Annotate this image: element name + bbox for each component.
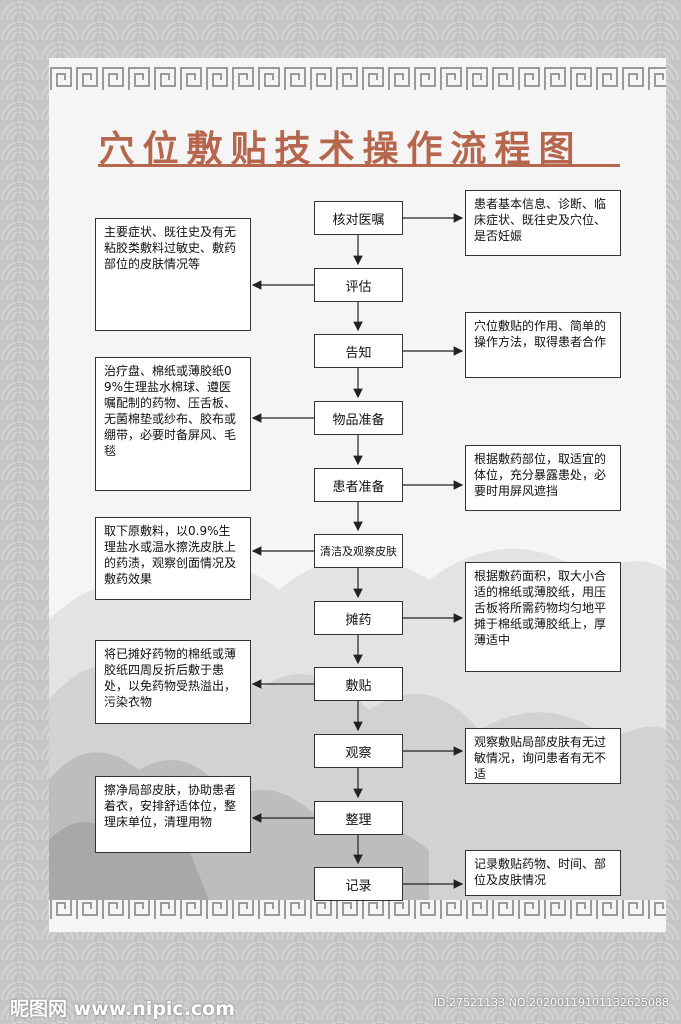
step-clean-observe-skin: 清洁及观察皮肤 <box>314 534 403 568</box>
step-prepare-patient: 患者准备 <box>314 468 403 502</box>
step-tidy-up: 整理 <box>314 801 403 835</box>
step-inform: 告知 <box>314 334 403 368</box>
step-assessment: 评估 <box>314 268 403 302</box>
note-prepare-supplies: 治疗盘、棉纸或薄胶纸09%生理盐水棉球、遵医嘱配制的药物、压舌板、无菌棉垫或纱布… <box>95 357 251 491</box>
page-title: 穴位敷贴技术操作流程图 <box>98 128 583 170</box>
note-assessment: 主要症状、既往史及有无粘胶类敷料过敏史、敷药部位的皮肤情况等 <box>95 218 251 331</box>
note-tidy-up: 擦净局部皮肤，协助患者着衣，安排舒适体位，整理床单位，清理用物 <box>95 776 251 853</box>
step-observe: 观察 <box>314 734 403 768</box>
note-clean-observe-skin: 取下原敷料，以0.9%生理盐水或温水擦洗皮肤上的药渍，观察创面情况及敷药效果 <box>95 517 251 600</box>
step-apply-patch: 敷贴 <box>314 667 403 701</box>
meander-border-top <box>49 66 666 92</box>
note-record: 记录敷贴药物、时间、部位及皮肤情况 <box>465 850 621 896</box>
note-apply-patch: 将已摊好药物的棉纸或薄胶纸四周反折后敷于患处，以免药物受热溢出，污染衣物 <box>95 640 251 724</box>
note-inform: 穴位敷贴的作用、简单的操作方法，取得患者合作 <box>465 312 621 378</box>
step-verify-order: 核对医嘱 <box>314 201 403 235</box>
note-verify-order: 患者基本信息、诊断、临床症状、既往史及穴位、是否妊娠 <box>465 190 621 256</box>
watermark-logo-text: 昵图网 www.nipic.com <box>10 998 236 1020</box>
watermark-id: ID:27521133 NO:20200119101132625088 <box>433 996 669 1009</box>
note-observe: 观察敷贴局部皮肤有无过敏情况，询问患者有无不适 <box>465 728 621 784</box>
step-spread-medicine: 摊药 <box>314 601 403 635</box>
step-record: 记录 <box>314 867 403 901</box>
title-underline <box>98 164 620 167</box>
note-spread-medicine: 根据敷药面积，取大小合适的棉纸或薄胶纸，用压舌板将所需药物均匀地平摊于棉纸或薄胶… <box>465 562 621 672</box>
step-prepare-supplies: 物品准备 <box>314 401 403 435</box>
note-prepare-patient: 根据敷药部位，取适宜的体位，充分暴露患处，必要时用屏风遮挡 <box>465 445 621 511</box>
